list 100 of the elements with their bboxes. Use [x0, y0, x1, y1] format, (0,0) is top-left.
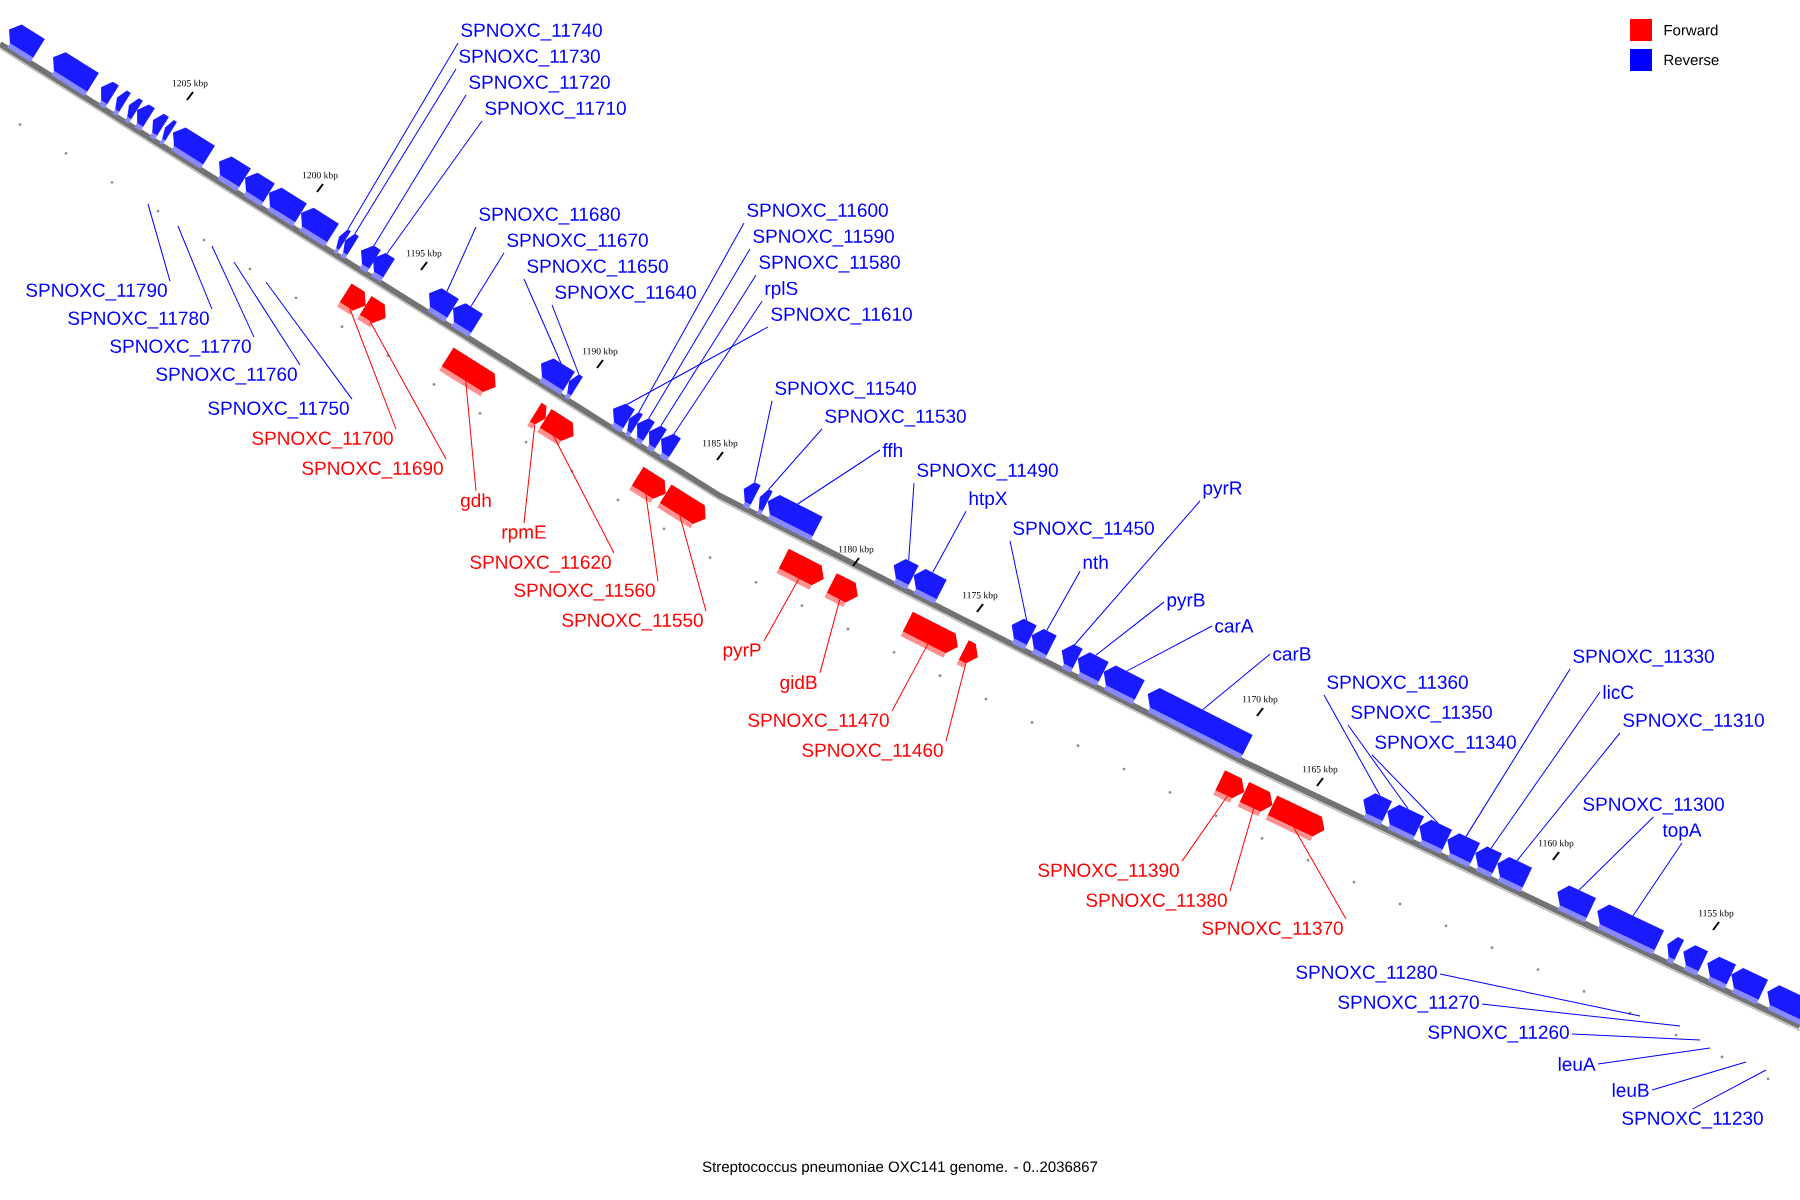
- leader-line: [908, 482, 915, 561]
- gene-block: [893, 558, 919, 590]
- gene-label: SPNOXC_11610: [771, 307, 912, 325]
- gene-label: SPNOXC_11270: [1338, 995, 1479, 1013]
- gene-block: [371, 253, 395, 282]
- gene-label: SPNOXC_11530: [825, 409, 966, 427]
- leader-line: [1181, 795, 1228, 862]
- leader-line: [354, 68, 457, 235]
- gene-block: [340, 233, 359, 260]
- gene-label: SPNOXC_11390: [1038, 863, 1179, 881]
- leader-line: [373, 94, 467, 247]
- gene-label: SPNOXC_11330: [1573, 649, 1714, 667]
- leader-line: [763, 578, 800, 642]
- leader-line: [211, 245, 255, 338]
- leader-line: [147, 203, 171, 282]
- leader-line: [1074, 500, 1201, 646]
- gene-block: [1419, 819, 1453, 855]
- gene-block: [149, 113, 169, 140]
- gene-block: [159, 120, 177, 145]
- gene-label: SPNOXC_11700: [252, 431, 393, 449]
- gene-block: [1557, 885, 1597, 923]
- gene-label: SPNOXC_11470: [748, 713, 889, 731]
- gene-label: SPNOXC_11640: [555, 285, 696, 303]
- gene-label: SPNOXC_11690: [302, 461, 443, 479]
- gene-label: SPNOXC_11560: [514, 583, 655, 601]
- gene-label: carA: [1215, 619, 1254, 633]
- gene-label: SPNOXC_11710: [485, 101, 626, 119]
- gene-block: [629, 466, 666, 504]
- leader-line: [470, 252, 505, 308]
- leader-line: [1578, 816, 1655, 891]
- leader-line: [1516, 732, 1621, 862]
- leader-line: [1571, 1033, 1701, 1041]
- leader-line: [1323, 694, 1381, 796]
- gene-block: [337, 283, 366, 315]
- gene-label: SPNOXC_11540: [775, 381, 916, 399]
- gene-block: [537, 409, 574, 446]
- gene-block: [1077, 652, 1109, 686]
- gene-label: SPNOXC_11720: [469, 75, 610, 93]
- leader-line: [673, 300, 763, 435]
- leader-line: [369, 320, 447, 460]
- leader-line: [523, 424, 536, 524]
- gene-block: [913, 569, 947, 604]
- gene-label: SPNOXC_11490: [917, 463, 1058, 481]
- gene-block: [527, 402, 547, 429]
- gene-label: leuB: [1612, 1083, 1649, 1097]
- leader-line: [1371, 754, 1439, 824]
- leader-line: [177, 225, 213, 310]
- gene-label: SPNOXC_11370: [1202, 921, 1343, 939]
- leader-line: [945, 662, 967, 742]
- gene-label: SPNOXC_11340: [1375, 735, 1516, 753]
- leader-line: [1126, 625, 1213, 672]
- gene-block: [634, 418, 655, 445]
- gene-label: SPNOXC_11230: [1622, 1111, 1763, 1129]
- leader-line: [797, 449, 881, 505]
- gene-block: [439, 347, 496, 397]
- leader-line: [265, 281, 353, 400]
- gene-label: pyrR: [1203, 481, 1242, 499]
- gene-block: [1265, 795, 1325, 841]
- leader-line: [648, 248, 751, 419]
- gene-block: [451, 303, 483, 337]
- gene-block: [776, 548, 824, 590]
- gene-block: [767, 494, 823, 541]
- gene-block: [134, 104, 155, 132]
- gene-label: SPNOXC_11670: [507, 233, 648, 251]
- leader-line: [1692, 1069, 1767, 1110]
- gene-label: gdh: [460, 493, 491, 511]
- leader-line: [768, 428, 823, 490]
- leader-line: [1439, 973, 1641, 1017]
- gene-block: [1363, 793, 1393, 826]
- leader-line: [1202, 653, 1271, 711]
- gene-label: SPNOXC_11680: [479, 207, 620, 225]
- gene-block: [646, 425, 667, 453]
- gene-label: SPNOXC_11380: [1086, 893, 1227, 911]
- gene-block: [359, 245, 381, 273]
- gene-label: SPNOXC_11650: [527, 259, 668, 277]
- gene-block: [1707, 956, 1737, 989]
- gene-block: [1103, 665, 1145, 705]
- leader-line: [891, 643, 929, 712]
- gene-block: [217, 156, 251, 192]
- gene-label: nth: [1083, 555, 1108, 569]
- gene-block: [1597, 904, 1665, 955]
- gene-label: SPNOXC_11460: [802, 743, 943, 761]
- gene-block: [1683, 945, 1709, 976]
- gene-label: SPNOXC_11790: [26, 283, 167, 301]
- gene-label: licC: [1603, 685, 1634, 699]
- gene-label: SPNOXC_11740: [461, 23, 602, 41]
- gene-block: [112, 90, 131, 116]
- gene-block: [51, 52, 99, 96]
- gene-label: SPNOXC_11260: [1428, 1025, 1569, 1043]
- gene-block: [267, 187, 307, 227]
- gene-label: pyrP: [723, 643, 761, 661]
- gene-label: SPNOXC_11300: [1583, 797, 1724, 815]
- gene-label: ffh: [882, 443, 902, 457]
- gene-block: [1061, 644, 1083, 673]
- leader-line: [1597, 1047, 1711, 1065]
- gene-label: SPNOXC_11450: [1013, 521, 1154, 539]
- gene-label: SPNOXC_11580: [759, 255, 900, 273]
- gene-block: [1497, 856, 1533, 893]
- gene-block: [357, 296, 386, 328]
- gene-block: [124, 98, 143, 124]
